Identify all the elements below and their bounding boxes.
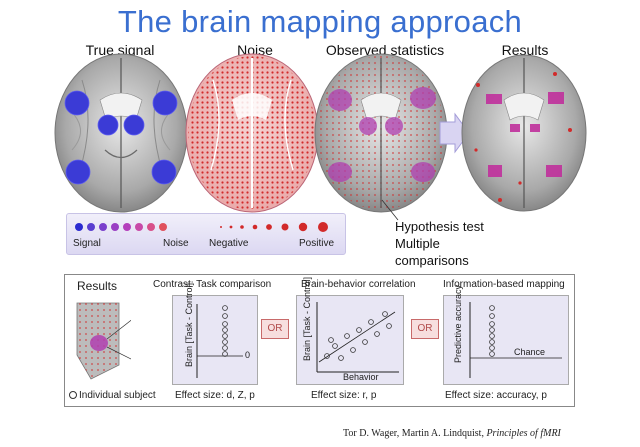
label-results: Results [501, 42, 549, 58]
hypothesis-text: Hypothesis test Multiple comparisons [395, 218, 484, 269]
hypothesis-line-1: Hypothesis test [395, 219, 484, 234]
correlation-plot: Brain [Task - Control] Behavior [296, 276, 404, 385]
hypothesis-line-3: comparisons [395, 253, 469, 268]
pointer-line [381, 199, 399, 221]
correlation-ylabel: Brain [Task - Control] [302, 276, 312, 361]
information-title: Information-based mapping [443, 279, 565, 290]
circle-icon [69, 391, 77, 400]
observed-blobs [328, 87, 436, 182]
credit-authors: Tor D. Wager, Martin A. Lindquist, [343, 428, 487, 439]
legend-positive: Positive [299, 238, 335, 249]
brain-panels-figure [54, 53, 587, 221]
result-clusters [486, 92, 564, 177]
results-box-label: Results [77, 279, 118, 293]
contrast-title: Contrast: Task comparison [153, 279, 272, 290]
results-thumbnail [76, 302, 131, 380]
information-plot: Predictive accuracy Chance [443, 284, 569, 385]
page-title: The brain mapping approach [117, 4, 523, 39]
brain-noise [185, 53, 319, 213]
correlation-xlabel: Behavior [343, 372, 379, 382]
contrast-plot: Brain [Task - Control] 0 [172, 282, 258, 385]
information-effect: Effect size: accuracy, p [445, 390, 547, 401]
result-false-positives [474, 72, 572, 202]
individual-subject-text: Individual subject [79, 390, 156, 401]
contrast-points [222, 305, 228, 357]
credit-line: Tor D. Wager, Martin A. Lindquist, Princ… [343, 428, 561, 439]
individual-subject-label: Individual subject [69, 390, 156, 401]
correlation-points [324, 311, 392, 361]
brain-results [461, 54, 587, 212]
contrast-zero: 0 [245, 350, 251, 360]
or-badge-1: OR [261, 319, 289, 339]
label-observed-statistics: Observed statistics [325, 42, 445, 58]
or-badge-2: OR [411, 319, 439, 339]
information-ylabel: Predictive accuracy [453, 284, 463, 363]
contrast-ylabel: Brain [Task - Control] [184, 282, 194, 367]
label-true-signal: True signal [85, 42, 155, 58]
legend-noise: Noise [163, 238, 189, 249]
results-box: Results Individual subject Contrast: Tas… [64, 274, 575, 407]
information-chance: Chance [514, 347, 546, 357]
contrast-effect: Effect size: d, Z, p [175, 390, 255, 401]
legend-signal: Signal [73, 238, 101, 249]
brain-observed-statistics [314, 53, 448, 213]
signal-blobs [64, 90, 178, 185]
credit-book: Principles of fMRI [486, 428, 561, 439]
correlation-title: Brain-behavior correlation [301, 279, 416, 290]
information-points [489, 305, 495, 357]
hypothesis-line-2: Multiple [395, 236, 440, 251]
brain-true-signal [54, 53, 188, 213]
legend-negative: Negative [209, 238, 249, 249]
legend-bar: Signal Noise Negative Positive [66, 213, 346, 255]
correlation-effect: Effect size: r, p [311, 390, 377, 401]
legend-swatches [75, 222, 328, 232]
